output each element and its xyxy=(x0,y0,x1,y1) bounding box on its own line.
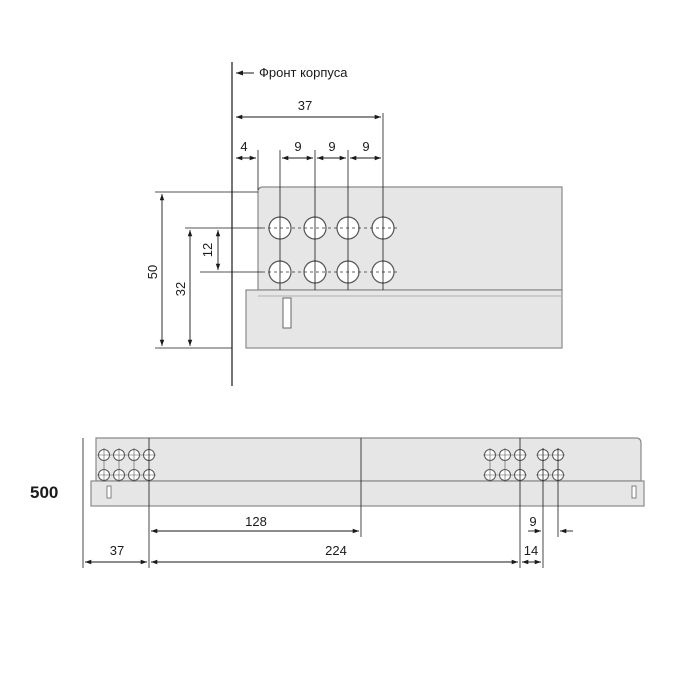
dim-9c-label: 9 xyxy=(362,139,369,154)
full-runner-rail xyxy=(90,480,645,507)
dim-4-label: 4 xyxy=(240,139,247,154)
length-label: 500 xyxy=(30,483,58,502)
side-panel-upper xyxy=(257,186,563,291)
dim-37-label: 37 xyxy=(298,98,312,113)
rail-slot-rear xyxy=(631,485,637,499)
dim-128-label: 128 xyxy=(245,514,267,529)
full-extension-lines xyxy=(82,438,559,568)
dim-12-label: 12 xyxy=(200,243,215,257)
rail-slot xyxy=(282,297,292,329)
extension-lines-horizontal xyxy=(155,191,262,349)
dim-rear-9-label: 9 xyxy=(529,514,536,529)
dim-9b-label: 9 xyxy=(328,139,335,154)
detail-view: Фронт корпуса xyxy=(145,62,563,386)
dim-32-label: 32 xyxy=(173,282,188,296)
dim-50-label: 50 xyxy=(145,265,160,279)
dim-14-label: 14 xyxy=(524,543,538,558)
dim-9a-label: 9 xyxy=(294,139,301,154)
extension-lines-vertical xyxy=(257,113,384,290)
dim-front-37-label: 37 xyxy=(110,543,124,558)
runner-rail xyxy=(245,289,563,349)
full-length-view: 500 xyxy=(30,437,645,568)
front-hole-crosshairs xyxy=(97,448,156,482)
centre-lines xyxy=(262,227,400,273)
dim-224-label: 224 xyxy=(325,543,347,558)
rail-slot-front xyxy=(106,485,112,499)
front-label: Фронт корпуса xyxy=(259,65,348,80)
